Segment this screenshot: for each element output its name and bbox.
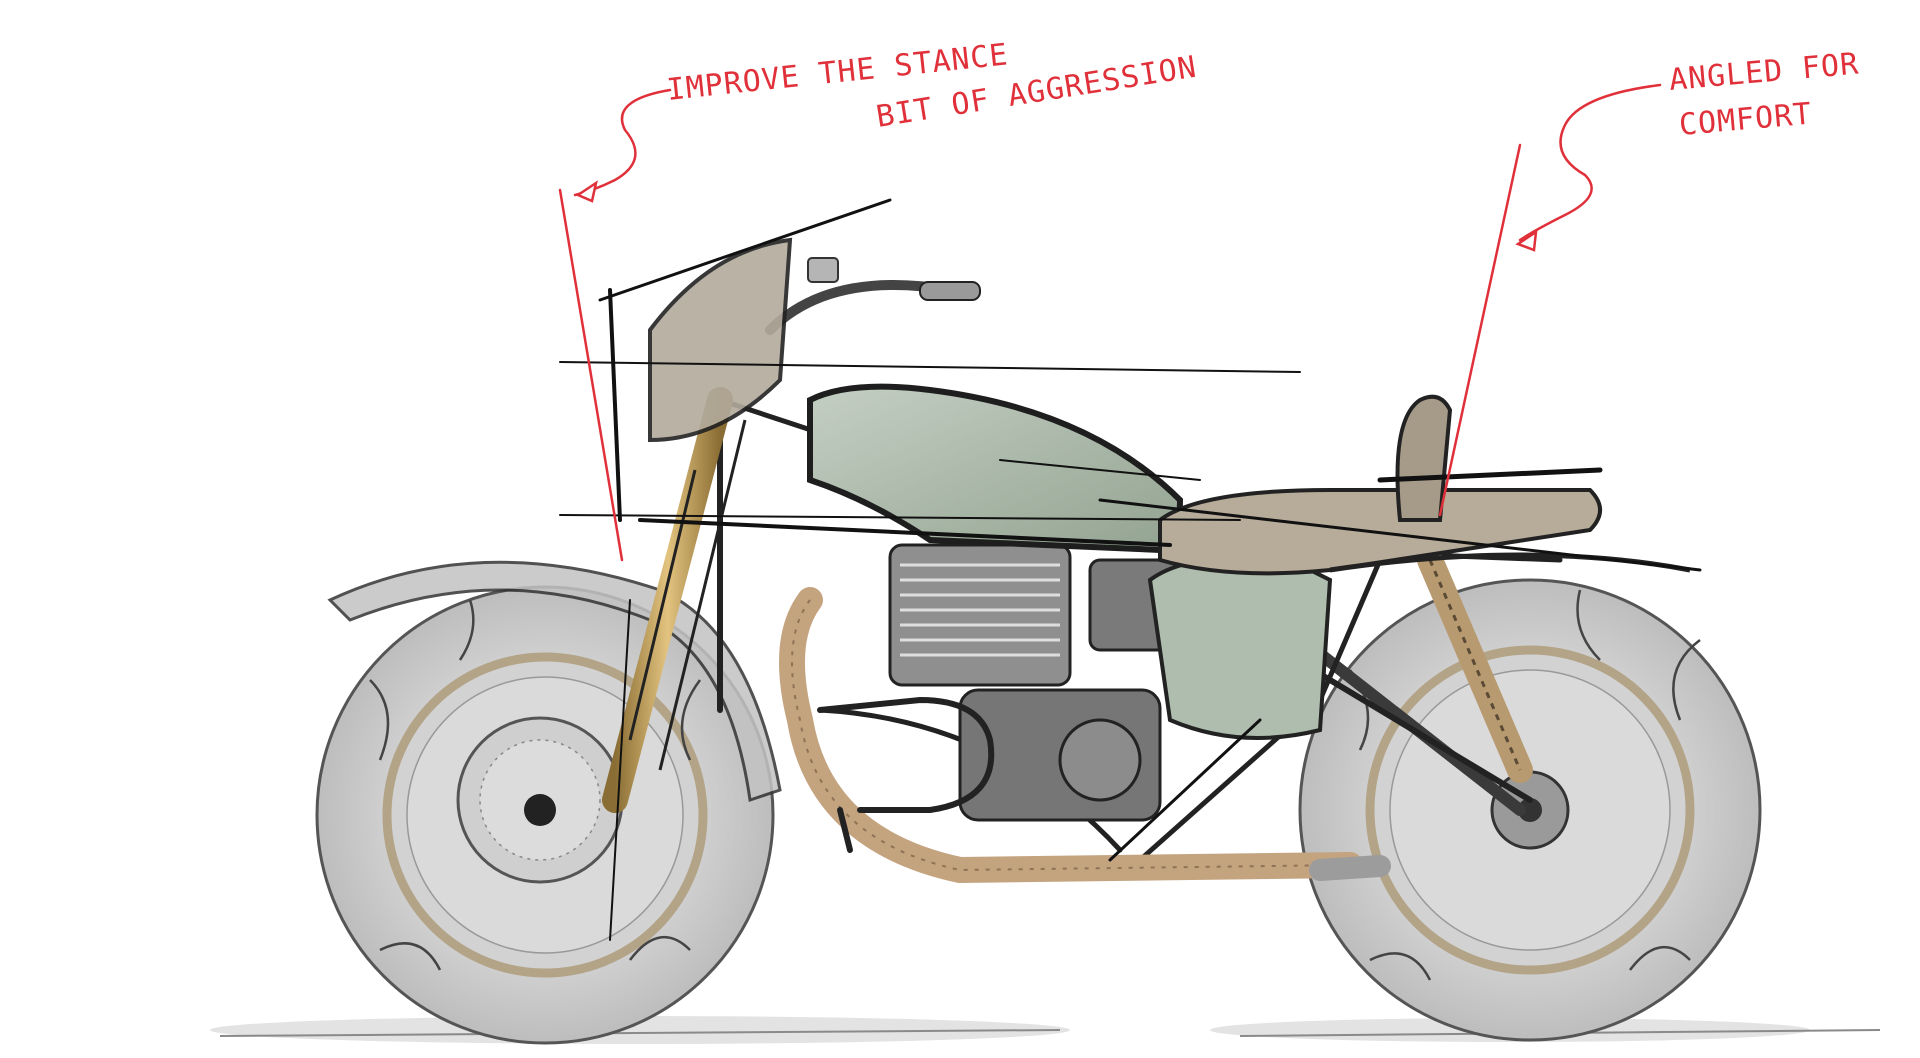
engine [888, 543, 1182, 822]
crash-bars [817, 696, 995, 853]
annotation-comfort: COMFORT [1678, 96, 1814, 142]
annotation-angled: ANGLED FOR [1668, 46, 1861, 97]
fuel-tank [807, 383, 1184, 554]
annotation-arrow-right [1515, 83, 1662, 252]
sketch-overlay [559, 198, 1702, 941]
annotation-arrow-left [573, 88, 672, 203]
design-guides [558, 143, 1522, 562]
rear-wheel [1298, 578, 1762, 1042]
headlight-cowl [648, 237, 793, 443]
side-panel [1147, 555, 1333, 740]
exhaust [779, 587, 1391, 884]
handlebar [765, 257, 981, 335]
rear-shock [1417, 547, 1533, 783]
seat-backrest [1395, 394, 1453, 522]
